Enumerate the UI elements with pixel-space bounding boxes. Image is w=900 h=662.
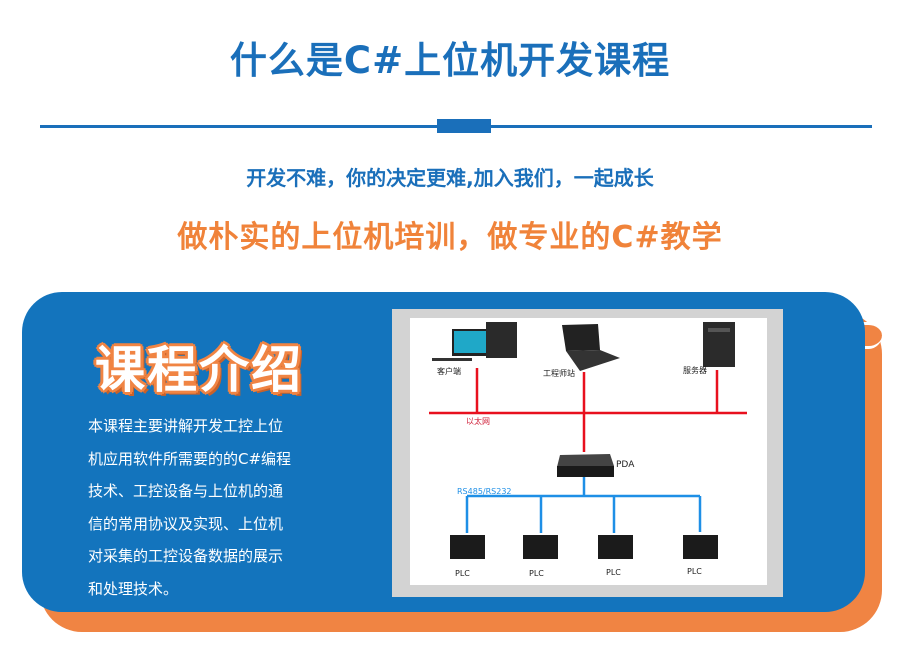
- plc-icon: [598, 535, 633, 559]
- plc-label: PLC: [687, 567, 702, 576]
- desktop-computer-icon: [432, 322, 517, 361]
- server-label: 服务器: [683, 365, 707, 375]
- course-description: 本课程主要讲解开发工控上位 机应用软件所需要的的C#编程 技术、工控设备与上位机…: [88, 410, 328, 605]
- description-line: 信的常用协议及实现、上位机: [88, 514, 284, 533]
- subtitle: 开发不难，你的决定更难,加入我们，一起成长: [246, 166, 654, 190]
- description-line: 对采集的工控设备数据的展示: [88, 547, 284, 565]
- description-line: 技术、工控设备与上位机的通: [88, 482, 284, 500]
- plc-label: PLC: [529, 569, 544, 578]
- description-line: 本课程主要讲解开发工控上位: [88, 417, 284, 435]
- description-line: 机应用软件所需要的的C#编程: [88, 449, 292, 468]
- ethernet-lines: [429, 368, 747, 452]
- laptop-icon: [562, 324, 620, 371]
- ethernet-label: 以太网: [466, 416, 490, 426]
- description-line: 和处理技术。: [88, 579, 179, 598]
- network-diagram: 客户端 工程师站 服务器 以太网 PDA RS485/RS232 PLC PLC…: [392, 309, 783, 597]
- workstation-label: 工程师站: [543, 368, 575, 378]
- page-title: 什么是C#上位机开发课程: [229, 39, 671, 82]
- plc-label: PLC: [606, 568, 621, 577]
- server-icon: [703, 322, 735, 367]
- bus-lines: [465, 477, 702, 533]
- plc-icon: [683, 535, 718, 559]
- plc-icon: [450, 535, 485, 559]
- plc-label: PLC: [455, 569, 470, 578]
- pda-device-icon: [557, 454, 614, 477]
- plc-icon: [523, 535, 558, 559]
- bus-label: RS485/RS232: [457, 487, 512, 496]
- divider-accent: [437, 119, 491, 133]
- course-title: 课程介绍: [95, 341, 303, 399]
- slogan: 做朴实的上位机培训，做专业的C#教学: [177, 220, 723, 255]
- pda-label: PDA: [616, 460, 635, 470]
- plc-icons: [450, 535, 718, 559]
- client-label: 客户端: [437, 366, 461, 376]
